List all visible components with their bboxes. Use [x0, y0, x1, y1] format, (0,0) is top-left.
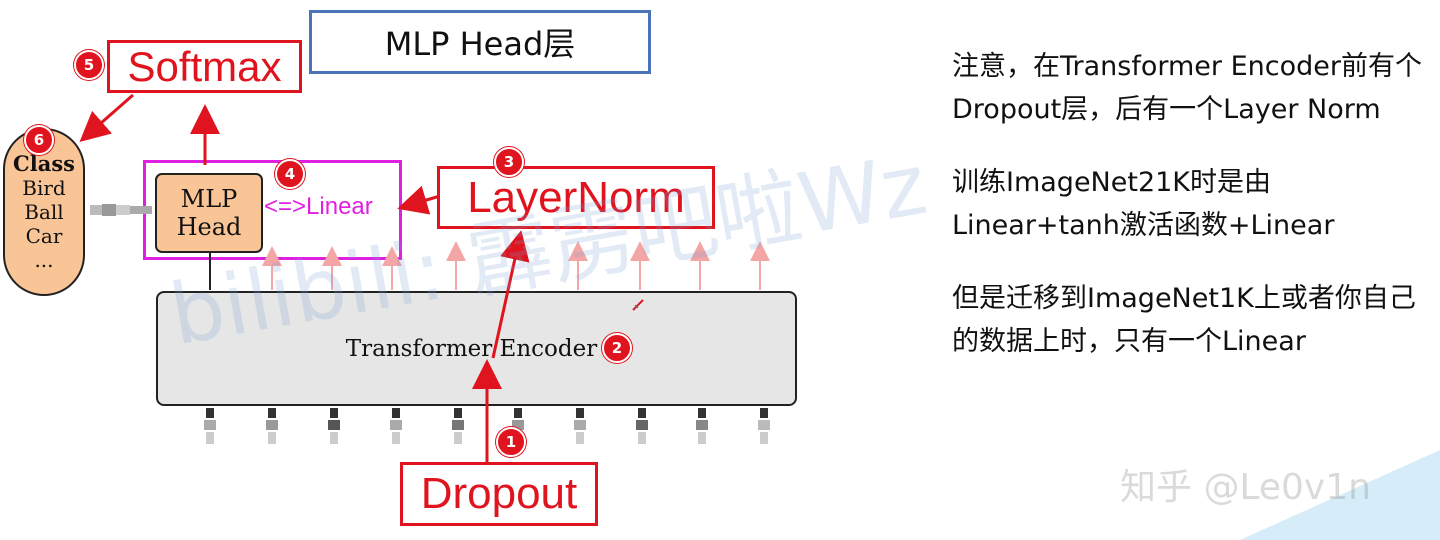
class-output-capsule: Class Bird Ball Car ...: [3, 128, 85, 296]
arrow-softmax-to-class: [79, 93, 134, 142]
note-paragraph: 但是迁移到ImageNet1K上或者你自己的数据上时，只有一个Linear: [952, 283, 1416, 357]
dropout-label: Dropout: [420, 469, 578, 518]
class-item: Ball: [24, 200, 64, 224]
cursor-mark: [632, 299, 644, 311]
class-item: Car: [25, 224, 63, 248]
class-item: ...: [34, 248, 54, 272]
softmax-box: Softmax: [107, 40, 302, 93]
encoder-label: Transformer Encoder: [345, 335, 598, 362]
dropout-box: Dropout: [400, 462, 598, 526]
linear-equivalence-label: <=>Linear: [264, 193, 373, 220]
softmax-label: Softmax: [127, 42, 282, 90]
notes-panel: 注意，在Transformer Encoder前有个Dropout层，后有一个L…: [952, 45, 1437, 387]
arrow-encoder-to-layernorm: [491, 230, 530, 359]
arrow-layernorm-to-linear: [397, 185, 441, 215]
badge-3: 3: [494, 147, 524, 177]
layernorm-label: LayerNorm: [467, 172, 685, 222]
layernorm-box: LayerNorm: [437, 166, 715, 229]
page-title: MLP Head层: [384, 25, 576, 63]
mlp-head-line1: MLP: [180, 185, 238, 213]
badge-4: 4: [275, 159, 305, 189]
zhihu-watermark: 知乎 @Le0v1n: [1120, 467, 1371, 508]
title-box: MLP Head层: [309, 10, 651, 74]
badge-5: 5: [74, 50, 104, 80]
note-paragraph: 注意，在Transformer Encoder前有个Dropout层，后有一个L…: [952, 51, 1422, 125]
badge-1: 1: [496, 427, 526, 457]
mlp-head-block: MLP Head: [155, 173, 263, 253]
mlp-head-line2: Head: [176, 213, 242, 241]
corner-decoration: [1240, 450, 1440, 540]
class-heading: Class: [13, 151, 75, 176]
badge-2: 2: [602, 333, 632, 363]
class-token-blur: [90, 204, 152, 216]
note-paragraph: 训练ImageNet21K时是由Linear+tanh激活函数+Linear: [952, 167, 1335, 241]
badge-6: 6: [24, 125, 54, 155]
encoder-output-arrows: [262, 241, 770, 290]
class-item: Bird: [22, 176, 66, 200]
